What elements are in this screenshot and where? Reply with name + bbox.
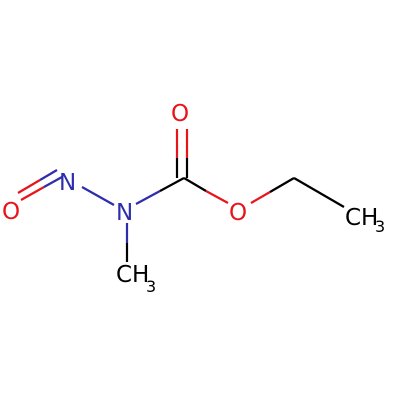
bond-o-ch2 <box>250 177 295 204</box>
methyl-ch3-label: CH <box>116 262 149 288</box>
ethyl-ch3-label: CH <box>345 205 378 231</box>
bond-c-o-double <box>175 129 189 178</box>
bond-c-o-single <box>183 177 229 204</box>
ethyl-ch3-subscript: 3 <box>375 217 385 236</box>
bond-n-n <box>81 186 115 206</box>
bond-o-n-double <box>17 169 63 201</box>
nitroso-nitrogen-label: N <box>59 170 76 196</box>
amine-nitrogen-label: N <box>116 200 133 226</box>
methyl-ch3-subscript: 3 <box>146 277 156 296</box>
nitroso-oxygen-label: O <box>2 199 20 225</box>
carbonyl-oxygen-label: O <box>171 101 189 127</box>
ester-oxygen-label: O <box>229 200 247 226</box>
bond-n-carbonyl-carbon <box>135 177 185 205</box>
bond-ch2-ch3 <box>293 177 345 208</box>
